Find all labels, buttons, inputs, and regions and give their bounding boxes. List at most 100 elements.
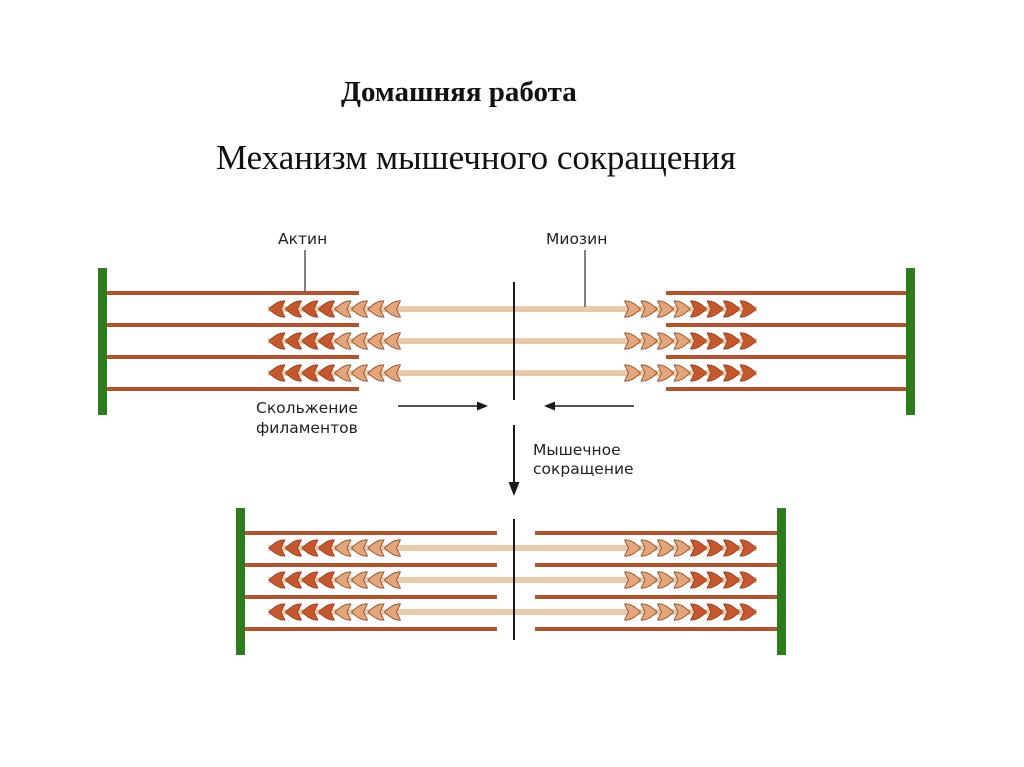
- myosin-head: [317, 539, 336, 557]
- myosin-head: [268, 332, 286, 350]
- actin-filament: [245, 563, 497, 567]
- actin-filament: [666, 291, 906, 295]
- myosin-label: Миозин: [546, 230, 607, 248]
- actin-filament: [107, 291, 359, 295]
- myosin-head: [689, 539, 708, 557]
- arrow-head: [477, 401, 488, 411]
- arrow-head: [508, 482, 520, 496]
- myosin-head: [673, 539, 691, 557]
- myosin-head: [689, 300, 708, 318]
- myosin-head: [623, 332, 642, 350]
- actin-filament: [107, 387, 359, 391]
- actin-filaments-right: [535, 531, 777, 631]
- actin-filament: [666, 355, 906, 359]
- myosin-head: [673, 571, 691, 589]
- actin-filament: [535, 627, 777, 631]
- myosin-head: [350, 571, 369, 589]
- myosin-head: [301, 300, 319, 318]
- arrow-head: [544, 401, 555, 411]
- relaxed-sarcomere: Актин Миозин Скольжение филаментов Мышеч…: [98, 230, 915, 496]
- myosin-head: [268, 364, 286, 382]
- myosin-head: [334, 364, 352, 382]
- myosin-head: [317, 332, 336, 350]
- myosin-head: [317, 571, 336, 589]
- myosin-head: [706, 539, 724, 557]
- myosin-head: [350, 364, 369, 382]
- contraction-label: Мышечное: [533, 441, 621, 459]
- myosin-head: [350, 603, 369, 621]
- myosin-head: [383, 364, 402, 382]
- myosin-head: [284, 364, 303, 382]
- actin-filament: [535, 595, 777, 599]
- myosin-head: [367, 571, 385, 589]
- myosin-head: [350, 332, 369, 350]
- myosin-head: [640, 571, 658, 589]
- myosin-heads: [268, 603, 757, 621]
- myosin-filament: [268, 609, 757, 615]
- actin-filament: [666, 323, 906, 327]
- myosin-head: [722, 364, 741, 382]
- myosin-head: [656, 603, 675, 621]
- z-disc-left: [98, 268, 107, 415]
- myosin-head: [301, 571, 319, 589]
- myosin-head: [350, 300, 369, 318]
- topic-title: Механизм мышечного сокращения: [216, 138, 736, 177]
- sliding-label: Скольжение: [256, 399, 358, 417]
- actin-filaments-left: [107, 291, 359, 391]
- myosin-head: [317, 300, 336, 318]
- myosin-head: [722, 539, 741, 557]
- myosin-head: [640, 300, 658, 318]
- myosin-filaments: [268, 300, 757, 382]
- myosin-head: [301, 332, 319, 350]
- z-disc-left: [236, 508, 245, 655]
- myosin-head: [656, 571, 675, 589]
- myosin-head: [722, 603, 741, 621]
- myosin-head: [367, 539, 385, 557]
- actin-filaments-left: [245, 531, 497, 631]
- myosin-head: [301, 539, 319, 557]
- myosin-filament: [268, 545, 757, 551]
- myosin-head: [640, 332, 658, 350]
- z-disc-right: [906, 268, 915, 415]
- myosin-head: [367, 300, 385, 318]
- myosin-heads: [268, 300, 757, 318]
- actin-filament: [245, 595, 497, 599]
- actin-filament: [245, 531, 497, 535]
- myosin-head: [301, 364, 319, 382]
- myosin-head: [706, 571, 724, 589]
- z-disc-right: [777, 508, 786, 655]
- myosin-head: [334, 332, 352, 350]
- contraction-label: сокращение: [533, 460, 634, 478]
- myosin-head: [334, 539, 352, 557]
- myosin-head: [383, 539, 402, 557]
- myosin-heads: [268, 539, 757, 557]
- myosin-head: [673, 300, 691, 318]
- myosin-head: [656, 332, 675, 350]
- myosin-head: [640, 539, 658, 557]
- myosin-head: [623, 364, 642, 382]
- myosin-head: [722, 300, 741, 318]
- myosin-head: [317, 603, 336, 621]
- contracted-sarcomere: [236, 508, 786, 655]
- myosin-head: [706, 364, 724, 382]
- myosin-head: [656, 539, 675, 557]
- myosin-head: [334, 603, 352, 621]
- myosin-heads: [268, 364, 757, 382]
- actin-filament: [107, 323, 359, 327]
- actin-filament: [666, 387, 906, 391]
- actin-filaments-right: [666, 291, 906, 391]
- myosin-head: [268, 300, 286, 318]
- myosin-head: [268, 539, 286, 557]
- myosin-head: [284, 300, 303, 318]
- actin-filament: [107, 355, 359, 359]
- myosin-head: [673, 364, 691, 382]
- myosin-head: [383, 571, 402, 589]
- myosin-head: [640, 603, 658, 621]
- myosin-heads: [268, 571, 757, 589]
- myosin-head: [334, 571, 352, 589]
- myosin-head: [689, 364, 708, 382]
- myosin-head: [383, 332, 402, 350]
- myosin-filament: [268, 370, 757, 376]
- myosin-head: [284, 603, 303, 621]
